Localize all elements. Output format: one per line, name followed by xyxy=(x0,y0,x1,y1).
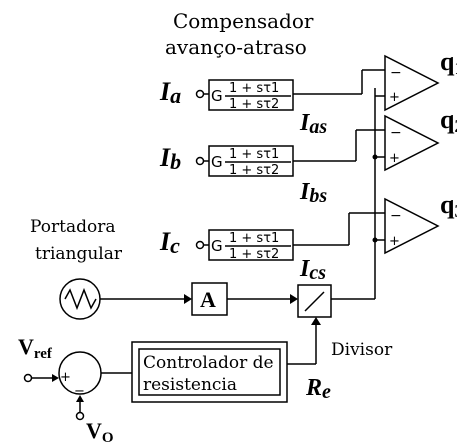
carrier-label-line-2: triangular xyxy=(35,244,123,264)
input-label-a: Ia xyxy=(159,77,181,108)
output-q1: q1 xyxy=(440,47,457,78)
comparator-plus-1: + xyxy=(389,90,400,105)
title-line-2: avanço-atraso xyxy=(165,35,307,59)
vo-label: VO xyxy=(86,418,114,444)
output-label-bs: Ibs xyxy=(299,179,327,207)
numerator-b: 1 + sτ1 xyxy=(229,147,279,162)
comparator-triangle-1 xyxy=(384,54,440,112)
denominator-a: 1 + sτ2 xyxy=(229,97,279,112)
re-label: Re xyxy=(305,375,331,403)
comparator-plus-2: + xyxy=(389,151,400,166)
arrow-head-divider xyxy=(290,294,298,304)
comparator-1: − + q1 xyxy=(384,47,457,112)
controller-label-line-1: Controlador de xyxy=(143,353,274,373)
output-q3: q3 xyxy=(440,190,457,221)
input-terminal-a xyxy=(195,89,205,99)
triangle-wave-icon xyxy=(64,287,97,311)
amplifier-label: A xyxy=(200,287,216,312)
comparator-minus-1: − xyxy=(390,65,402,81)
arrow-head-amplifier xyxy=(184,294,192,304)
summing-minus: − xyxy=(74,384,85,399)
comparator-2: − + q2 xyxy=(384,105,457,172)
divider-slash xyxy=(304,291,325,312)
vref-label: Vref xyxy=(18,334,53,362)
divider-block xyxy=(297,284,332,318)
compensator-block-a xyxy=(208,79,294,111)
controller-outer-block xyxy=(131,341,288,403)
controller-label-line-2: resistencia xyxy=(143,375,237,395)
output-label-cs: Ics xyxy=(299,256,326,284)
output-q2: q2 xyxy=(440,105,457,136)
divider-label: Divisor xyxy=(331,340,393,360)
channel-a: Ia G 1 + sτ1 1 + sτ2 Ias xyxy=(159,77,362,138)
numerator-c: 1 + sτ1 xyxy=(229,231,279,246)
comparator-triangle-3 xyxy=(384,197,440,255)
comparator-triangle-2 xyxy=(384,114,440,172)
gain-label-b: G xyxy=(211,153,223,171)
denominator-b: 1 + sτ2 xyxy=(229,163,279,178)
numerator-a: 1 + sτ1 xyxy=(229,81,279,96)
vo-terminal xyxy=(75,411,85,421)
comparator-minus-2: − xyxy=(390,125,402,141)
gain-label-a: G xyxy=(211,87,223,105)
gain-label-c: G xyxy=(211,237,223,255)
controller-inner-block xyxy=(138,348,281,396)
channel-b: Ib G 1 + sτ1 1 + sτ2 Ibs xyxy=(159,143,356,207)
arrow-head-re xyxy=(311,317,321,325)
junction-dot-2 xyxy=(372,154,378,160)
input-label-b: Ib xyxy=(159,143,181,174)
input-terminal-c xyxy=(195,240,205,250)
denominator-c: 1 + sτ2 xyxy=(229,247,279,262)
channel-c: Ic G 1 + sτ1 1 + sτ2 Ics xyxy=(159,227,349,284)
input-label-c: Ic xyxy=(159,227,180,258)
comparator-minus-3: − xyxy=(390,208,402,224)
junction-dot-3 xyxy=(372,237,378,243)
comparator-plus-3: + xyxy=(389,234,400,249)
comparator-3: − + q3 xyxy=(384,190,457,255)
input-terminal-b xyxy=(195,156,205,166)
summing-plus: + xyxy=(60,370,71,385)
carrier-label-line-1: Portadora xyxy=(30,217,115,237)
arrow-head-vref xyxy=(52,374,59,382)
vref-terminal xyxy=(23,373,33,383)
title-line-1: Compensador xyxy=(173,9,314,33)
arrow-head-vo xyxy=(76,395,84,402)
output-label-as: Ias xyxy=(299,110,327,138)
